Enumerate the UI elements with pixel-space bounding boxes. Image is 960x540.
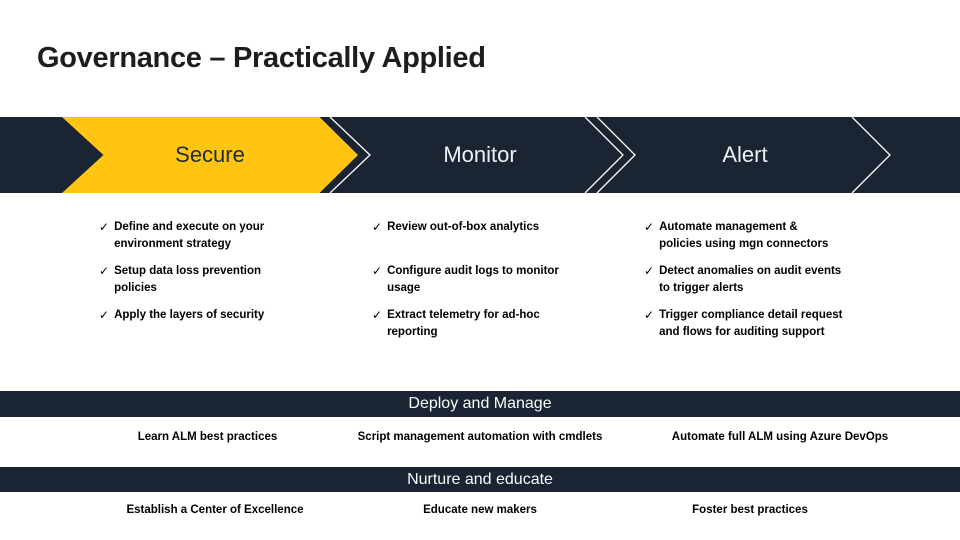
alert-bullets-column: ✓ Automate management & policies using m… [644, 219, 879, 351]
list-item: ✓ Detect anomalies on audit events to tr… [644, 263, 879, 297]
list-item: ✓ Review out-of-box analytics [372, 219, 584, 253]
process-band: Secure Monitor Alert [0, 117, 960, 193]
page-title: Governance – Practically Applied [37, 42, 486, 74]
check-icon: ✓ [372, 220, 383, 234]
deploy-manage-title: Deploy and Manage [408, 395, 552, 412]
check-icon: ✓ [99, 220, 110, 234]
deploy-item-2: Script management automation with cmdlet… [357, 431, 603, 443]
nurture-item-1: Establish a Center of Excellence [126, 504, 304, 516]
stage-alert: Alert [645, 117, 845, 193]
bullet-text: Define and execute on your environment s… [114, 221, 265, 250]
check-icon: ✓ [99, 308, 110, 322]
stage-secure-label: Secure [175, 142, 245, 167]
bullet-text: Extract telemetry for ad-hoc reporting [387, 309, 540, 338]
deploy-item-3: Automate full ALM using Azure DevOps [671, 431, 889, 443]
bullet-text: Configure audit logs to monitor usage [387, 265, 559, 294]
bullet-text: Apply the layers of security [114, 309, 265, 321]
check-icon: ✓ [99, 264, 110, 278]
check-icon: ✓ [644, 264, 655, 278]
bullet-text: Trigger compliance detail request and fl… [659, 309, 843, 338]
check-icon: ✓ [644, 308, 655, 322]
chevron-separator-lines [329, 117, 891, 193]
list-item: ✓ Trigger compliance detail request and … [644, 307, 879, 341]
deploy-item-1: Learn ALM best practices [137, 431, 278, 443]
bullet-text: Detect anomalies on audit events to trig… [659, 265, 842, 294]
list-item: ✓ Configure audit logs to monitor usage [372, 263, 584, 297]
list-item: ✓ Apply the layers of security [99, 307, 299, 341]
deploy-manage-bar: Deploy and Manage [0, 391, 960, 417]
stage-alert-label: Alert [722, 142, 768, 167]
list-item: ✓ Define and execute on your environment… [99, 219, 299, 253]
stage-monitor: Monitor [380, 117, 580, 193]
nurture-item-3: Foster best practices [692, 504, 808, 516]
list-item: ✓ Setup data loss prevention policies [99, 263, 299, 297]
stage-monitor-label: Monitor [443, 142, 517, 167]
nurture-item-2: Educate new makers [423, 504, 537, 516]
bullet-text: Automate management & policies using mgn… [659, 221, 829, 250]
nurture-educate-bar: Nurture and educate [0, 467, 960, 492]
list-item: ✓ Automate management & policies using m… [644, 219, 879, 253]
check-icon: ✓ [372, 264, 383, 278]
check-icon: ✓ [644, 220, 655, 234]
secure-bullets-column: ✓ Define and execute on your environment… [99, 219, 299, 351]
nurture-educate-title: Nurture and educate [407, 470, 553, 488]
list-item: ✓ Extract telemetry for ad-hoc reporting [372, 307, 584, 341]
check-icon: ✓ [372, 308, 383, 322]
monitor-bullets-column: ✓ Review out-of-box analytics ✓ Configur… [372, 219, 584, 351]
stage-secure-chevron: Secure [62, 117, 358, 193]
bullet-text: Setup data loss prevention policies [114, 265, 262, 294]
bullet-text: Review out-of-box analytics [387, 221, 540, 233]
